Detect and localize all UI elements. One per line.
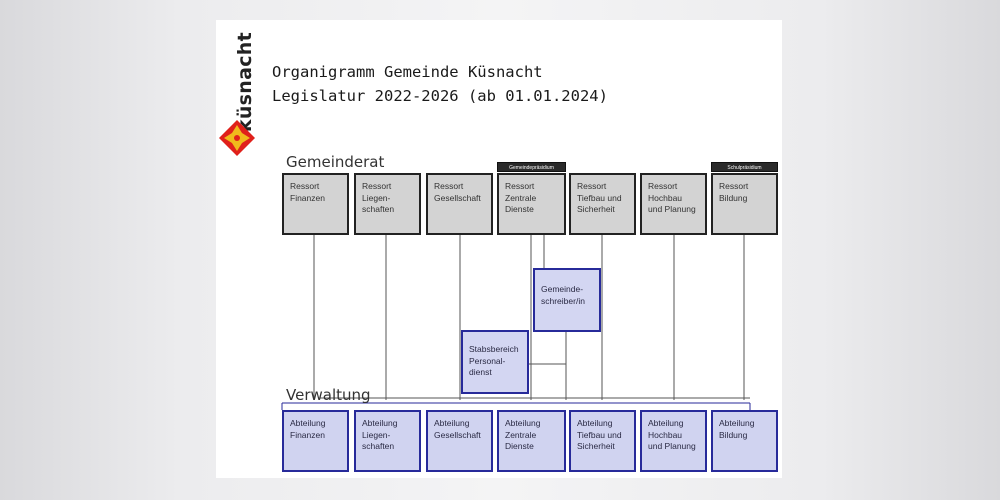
staff-box-gemeindeschreiber: Gemeinde- schreiber/in (533, 268, 601, 332)
council-box-hochbau-planung: Ressort Hochbau und Planung (640, 173, 707, 235)
staff-box-personaldienst: Stabsbereich Personal- dienst (461, 330, 529, 394)
council-box-tiefbau-sicherheit: Ressort Tiefbau und Sicherheit (569, 173, 636, 235)
admin-box-tiefbau-sicherheit: Abteilung Tiefbau und Sicherheit (569, 410, 636, 472)
tag-gemeindepraesidium: Gemeindepräsidium (497, 162, 566, 172)
title-line-1: Organigramm Gemeinde Küsnacht (272, 63, 543, 81)
heraldic-rosette-icon (219, 120, 255, 156)
council-box-zentrale-dienste: Ressort Zentrale Dienste (497, 173, 566, 235)
admin-box-hochbau-planung: Abteilung Hochbau und Planung (640, 410, 707, 472)
org-chart-card: küsnacht Organigramm Gemeinde Küsnacht L… (216, 20, 782, 478)
title-line-2: Legislatur 2022-2026 (ab 01.01.2024) (272, 87, 608, 105)
council-box-finanzen: Ressort Finanzen (282, 173, 349, 235)
connector-lines (281, 235, 751, 410)
section-label-council: Gemeinderat (286, 153, 385, 171)
council-box-gesellschaft: Ressort Gesellschaft (426, 173, 493, 235)
admin-box-bildung: Abteilung Bildung (711, 410, 778, 472)
section-label-administration: Verwaltung (286, 386, 371, 404)
admin-box-zentrale-dienste: Abteilung Zentrale Dienste (497, 410, 566, 472)
council-box-liegenschaften: Ressort Liegen- schaften (354, 173, 421, 235)
tag-schulpraesidium: Schulpräsidium (711, 162, 778, 172)
admin-box-gesellschaft: Abteilung Gesellschaft (426, 410, 493, 472)
chart-title: Organigramm Gemeinde Küsnacht Legislatur… (272, 60, 608, 108)
admin-box-liegenschaften: Abteilung Liegen- schaften (354, 410, 421, 472)
council-box-bildung: Ressort Bildung (711, 173, 778, 235)
admin-box-finanzen: Abteilung Finanzen (282, 410, 349, 472)
